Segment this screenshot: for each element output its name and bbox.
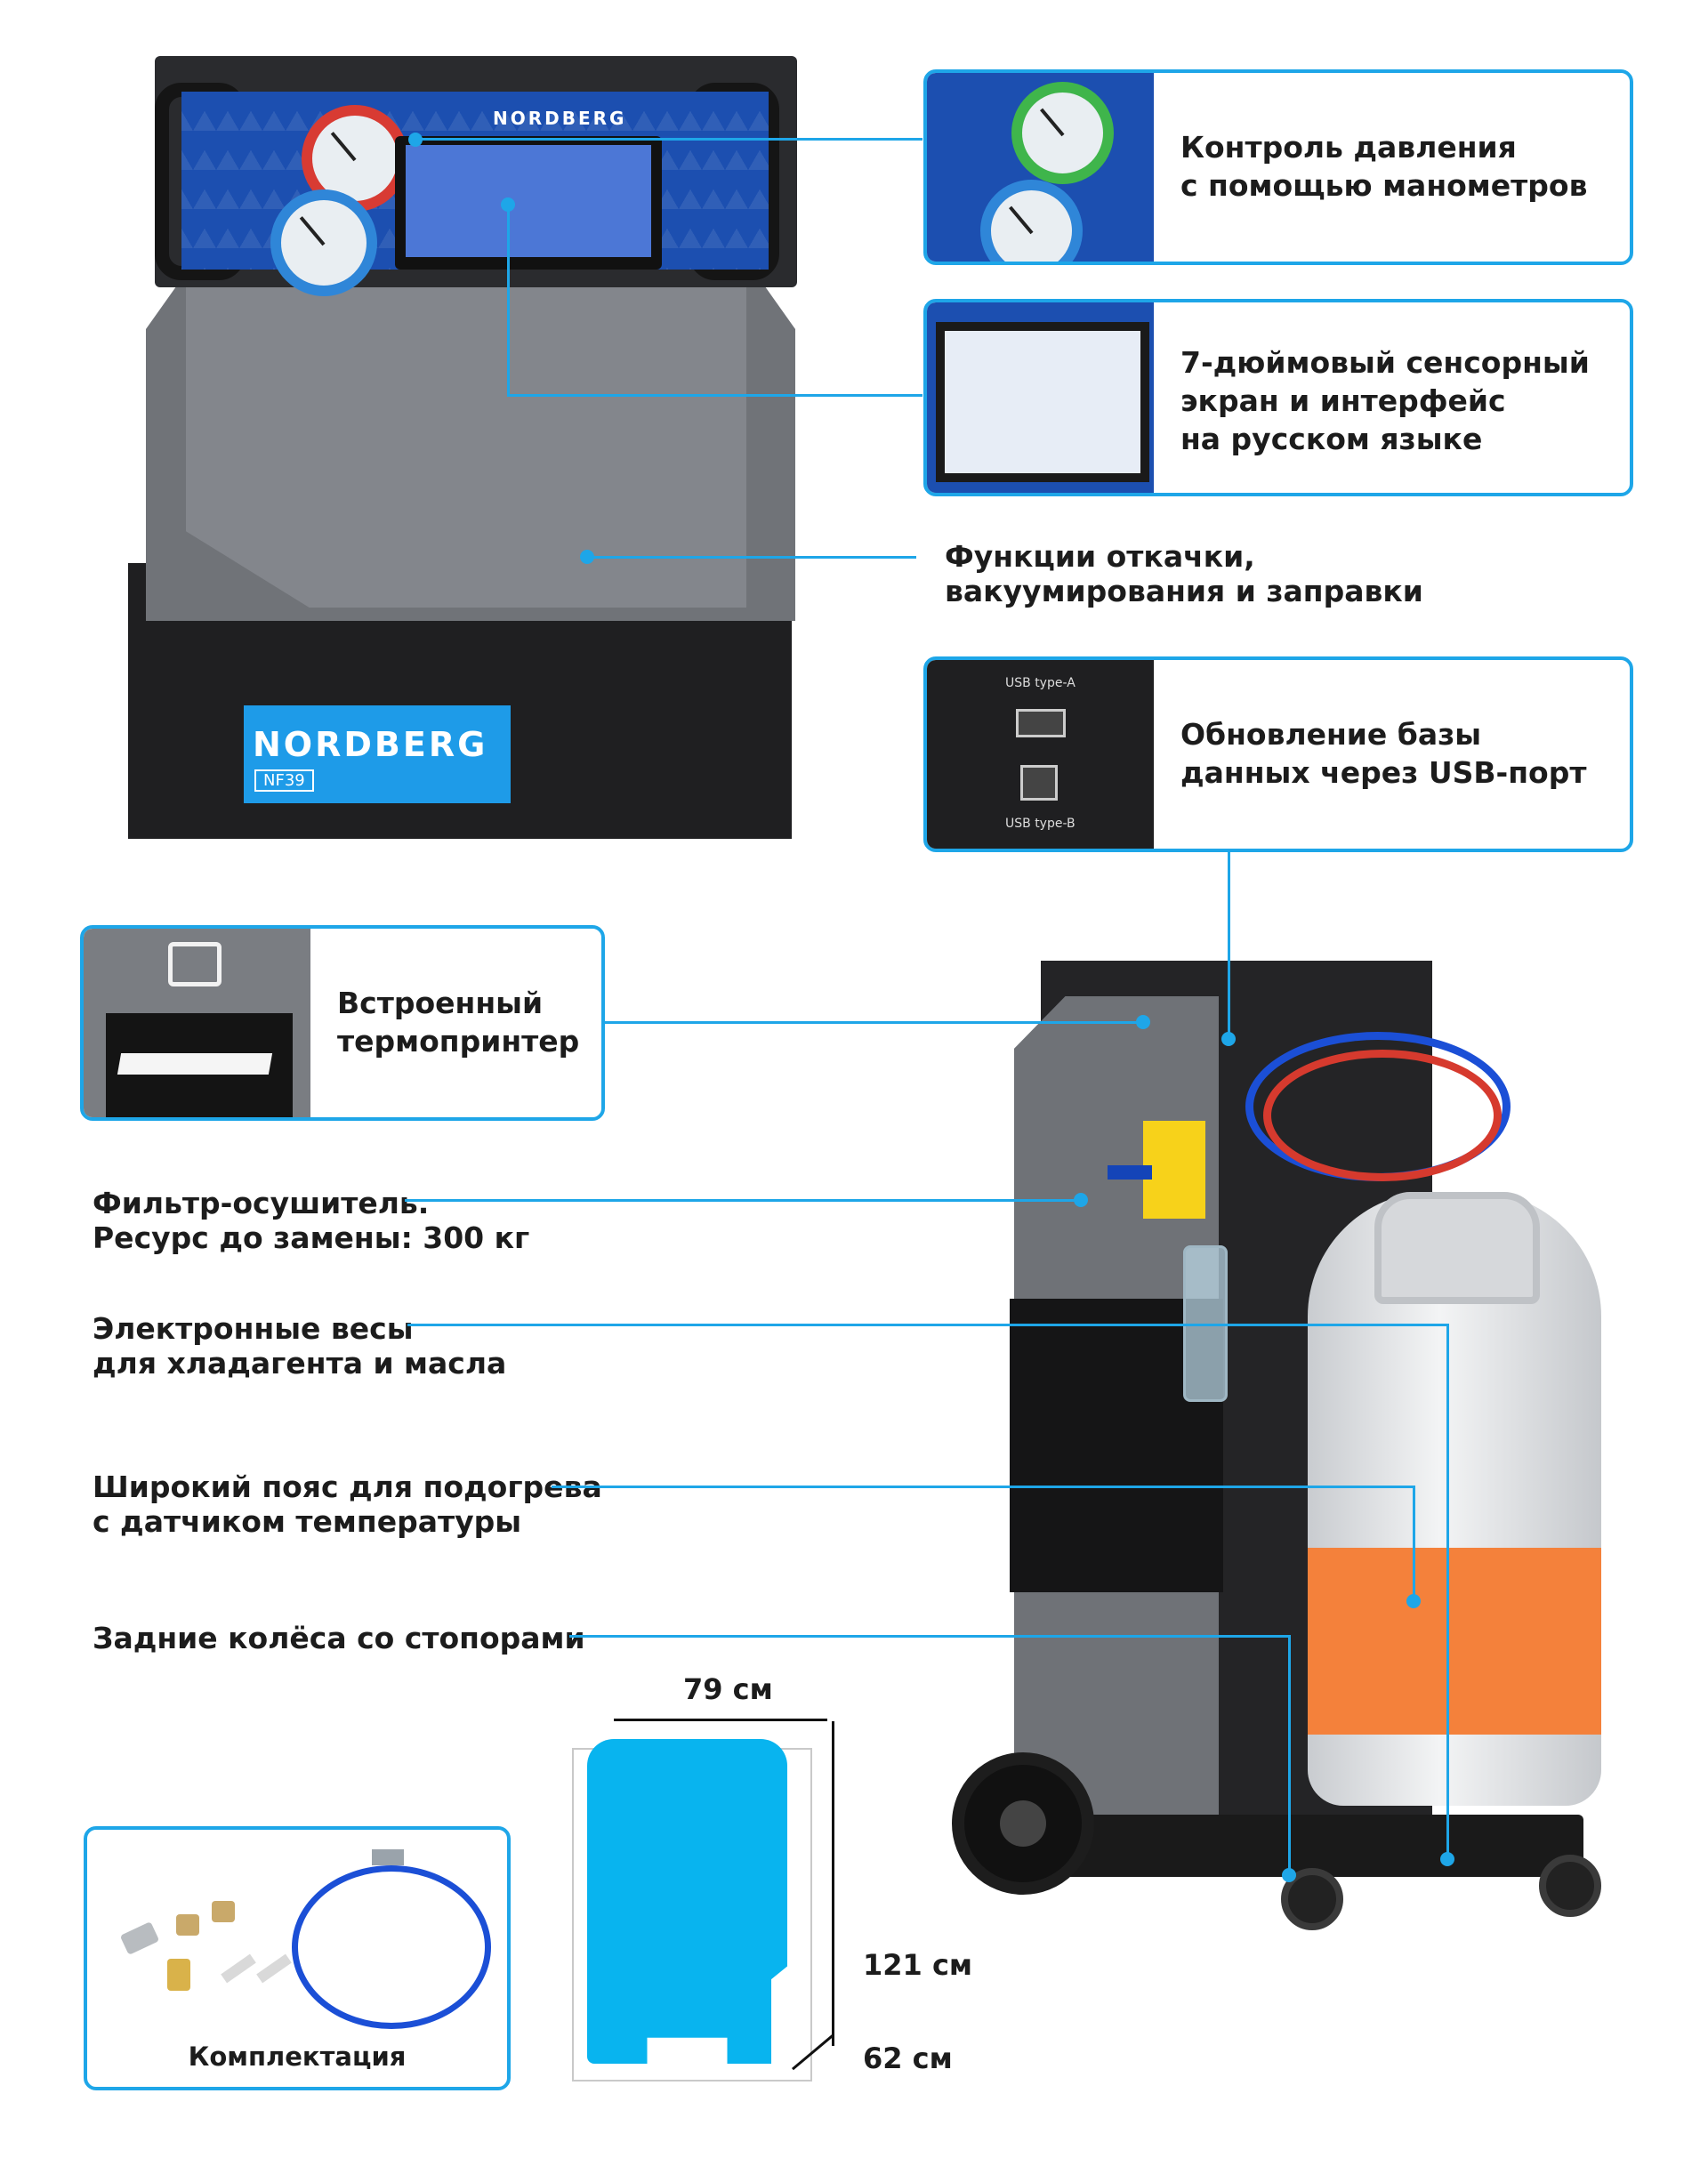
heater-belt <box>1308 1548 1601 1735</box>
side-display <box>1108 1165 1152 1180</box>
connector-line-screen-v <box>507 205 510 396</box>
callout-screen: 7-дюймовый сенсорный экран и интерфейс н… <box>923 299 1633 496</box>
usb-b-label: USB type-B <box>1005 817 1076 831</box>
caster-wheel-icon <box>1281 1868 1343 1930</box>
connector-dot-usb <box>1221 1032 1236 1046</box>
machine-silhouette <box>587 1739 787 2064</box>
usb-b-port-icon <box>1020 765 1058 801</box>
connector-line-screen-h <box>507 394 922 397</box>
connector-dot-filter <box>1074 1193 1088 1207</box>
depth-label: 62 см <box>863 2041 953 2075</box>
width-label: 79 см <box>683 1672 773 1706</box>
connector-line-wheels-h <box>569 1635 1290 1638</box>
connector-dot-pumpout <box>580 550 594 564</box>
height-dimension-line <box>832 1721 834 2046</box>
connector-line-scales-v <box>1446 1324 1449 1857</box>
brand-header: NORDBERG <box>493 108 627 129</box>
red-hose <box>1263 1050 1502 1181</box>
connector-line-scales-h <box>407 1324 1448 1326</box>
callout-pressure-text: Контроль давления с помощью манометров <box>1180 130 1588 203</box>
nameplate-model: NF39 <box>254 769 314 792</box>
connector-dot-wheels <box>1282 1868 1296 1882</box>
wheels-text: Задние колёса со стопорами <box>93 1621 585 1655</box>
callout-usb: USB type-A USB type-B Обновление базы да… <box>923 656 1633 852</box>
callout-usb-text: Обновление базы данных через USB-порт <box>1180 717 1587 790</box>
connector-line-pumpout <box>587 556 916 559</box>
fuse-icon <box>221 1953 256 1984</box>
connector-dot-scales <box>1440 1852 1454 1866</box>
callout-printer: Встроенный термопринтер <box>80 925 605 1121</box>
unit-middle-face <box>186 261 746 608</box>
connector-line-printer <box>605 1021 1143 1024</box>
key-icon <box>119 1921 160 1955</box>
usb-connector-icon <box>372 1849 404 1865</box>
width-dimension-line <box>614 1719 827 1721</box>
touchscreen-display <box>406 145 651 257</box>
fuse-icon <box>256 1953 292 1984</box>
connector-dot-heater <box>1406 1594 1421 1608</box>
pumpout-text: Функции откачки, вакуумирования и заправ… <box>945 539 1423 608</box>
connector-dot-pressure <box>408 133 423 147</box>
nameplate-brand: NORDBERG <box>253 725 488 764</box>
connector-dot-screen <box>501 197 515 212</box>
machine-photo <box>925 925 1637 2090</box>
callout-pressure: Контроль давления с помощью манометров <box>923 69 1633 265</box>
height-label: 121 см <box>863 1948 973 1982</box>
rear-wheel-icon <box>952 1752 1094 1895</box>
connector-dot-printer <box>1136 1015 1150 1029</box>
adapter-icon <box>176 1914 199 1936</box>
brass-fitting-icon <box>167 1959 190 1991</box>
screen-ui-preview <box>945 331 1140 473</box>
connector-line-filter <box>405 1199 1081 1202</box>
callout-printer-text: Встроенный термопринтер <box>337 986 580 1059</box>
nameplate: NORDBERG NF39 <box>244 705 511 803</box>
usb-a-port-icon <box>1016 709 1066 737</box>
gauge-icon <box>980 180 1083 262</box>
caster-wheel-icon <box>1539 1855 1601 1917</box>
connector-line-heater-h <box>552 1486 1414 1488</box>
callout-screen-text: 7-дюймовый сенсорный экран и интерфейс н… <box>1180 345 1590 456</box>
connector-line-usb <box>1228 852 1230 1039</box>
top-product-photo: NORDBERG NORDBERG NF39 <box>84 56 797 839</box>
tank-collar <box>1374 1192 1540 1304</box>
screen-thumbnail <box>927 302 1154 493</box>
low-pressure-gauge-icon <box>270 189 377 296</box>
machine-base <box>1014 1815 1583 1877</box>
kit-box: Комплектация <box>84 1826 511 2090</box>
kit-label: Комплектация <box>188 2041 407 2072</box>
pressure-thumbnail <box>927 73 1154 262</box>
usb-a-label: USB type-A <box>1005 676 1076 690</box>
heater-text: Широкий пояс для подогрева с датчиком те… <box>93 1469 602 1539</box>
printer-thumbnail <box>84 929 310 1117</box>
connector-line-wheels-v <box>1288 1635 1291 1875</box>
printer-icon <box>168 942 222 986</box>
usb-cable-icon <box>292 1865 491 2029</box>
connector-line-pressure <box>415 138 922 141</box>
warning-sticker <box>1143 1121 1205 1219</box>
scales-text: Электронные весы для хладагента и масла <box>93 1311 507 1381</box>
printer-paper <box>117 1053 273 1075</box>
connector-line-heater-v <box>1413 1486 1415 1599</box>
usb-thumbnail: USB type-A USB type-B <box>927 660 1154 849</box>
gauge-icon <box>1011 82 1114 184</box>
filter-text: Фильтр-осушитель. Ресурс до замены: 300 … <box>93 1186 530 1255</box>
adapter-icon <box>212 1901 235 1922</box>
